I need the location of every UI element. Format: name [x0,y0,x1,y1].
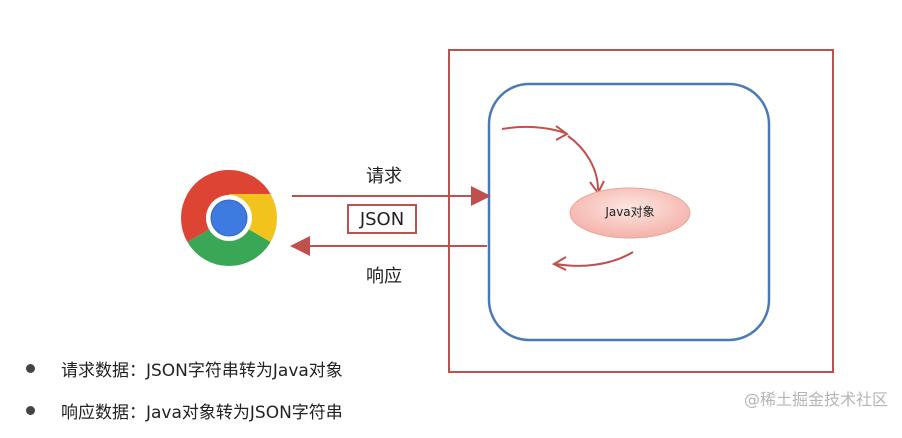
java-object-ellipse [569,187,691,239]
response-label: 响应 [366,266,402,287]
bullet-dot-icon [26,405,35,415]
note-text: 响应数据：Java对象转为JSON字符串 [61,402,343,423]
json-format-box: JSON [347,204,417,234]
chrome-browser-icon [180,169,278,267]
server-frame [448,49,834,373]
inbound-scribble-arrow [501,125,566,134]
outbound-scribble-arrowhead [551,256,567,271]
watermark: @稀土掘金技术社区 [743,390,888,409]
application-box [487,82,771,342]
request-label: 请求 [366,166,402,187]
diagram-canvas [180,49,834,373]
java-object-label: Java对象 [605,205,655,219]
note-item-request: 请求数据：JSON字符串转为Java对象 [26,354,343,382]
json-label: JSON [359,208,405,230]
note-text: 请求数据：JSON字符串转为Java对象 [61,360,343,381]
outbound-scribble-arrow [555,251,634,267]
notes-list: 请求数据：JSON字符串转为Java对象 响应数据：Java对象转为JSON字符… [26,354,343,438]
note-item-response: 响应数据：Java对象转为JSON字符串 [26,396,343,424]
bullet-dot-icon [26,363,35,373]
inbound-scribble-arrowhead [555,125,569,141]
down-scribble-arrow [567,135,599,191]
